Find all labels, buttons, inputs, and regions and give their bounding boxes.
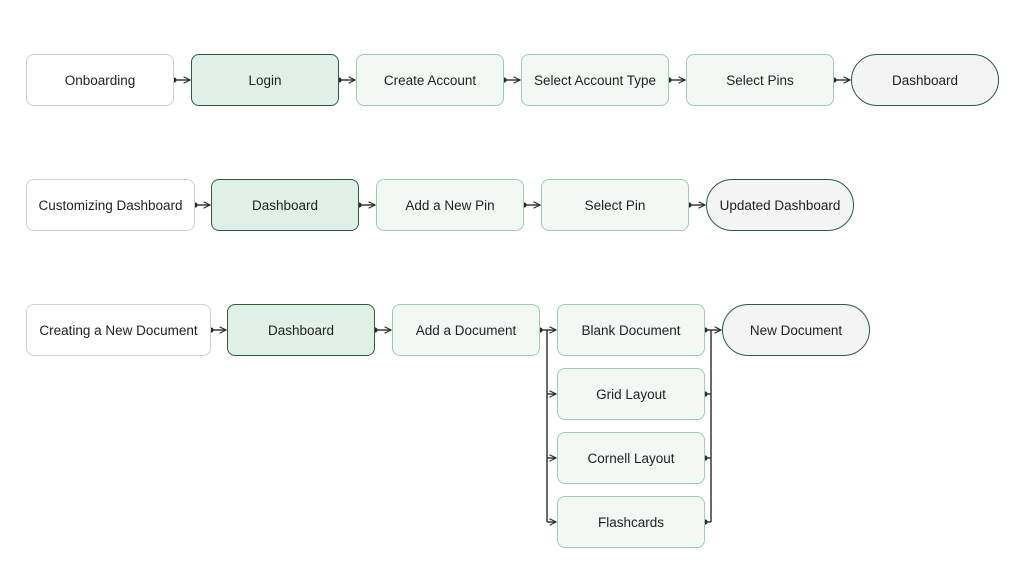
flow3-start-creating-new-document: Creating a New Document — [26, 304, 211, 356]
flow3-node-add-document: Add a Document — [392, 304, 540, 356]
flow2-node-dashboard: Dashboard — [211, 179, 359, 231]
flow3-end-new-document: New Document — [722, 304, 870, 356]
flow3-option-flashcards: Flashcards — [557, 496, 705, 548]
flow1-node-select-account-type: Select Account Type — [521, 54, 669, 106]
flow2-start-customizing-dashboard: Customizing Dashboard — [26, 179, 195, 231]
flow2-node-select-pin: Select Pin — [541, 179, 689, 231]
flow3-option-blank-document: Blank Document — [557, 304, 705, 356]
flow2-node-add-new-pin: Add a New Pin — [376, 179, 524, 231]
flow1-end-dashboard: Dashboard — [851, 54, 999, 106]
flow2-end-updated-dashboard: Updated Dashboard — [706, 179, 854, 231]
flow1-start-onboarding: Onboarding — [26, 54, 174, 106]
flow1-node-login: Login — [191, 54, 339, 106]
flow3-node-dashboard: Dashboard — [227, 304, 375, 356]
flow3-option-cornell-layout: Cornell Layout — [557, 432, 705, 484]
flow1-node-create-account: Create Account — [356, 54, 504, 106]
flow3-option-grid-layout: Grid Layout — [557, 368, 705, 420]
flow1-node-select-pins: Select Pins — [686, 54, 834, 106]
